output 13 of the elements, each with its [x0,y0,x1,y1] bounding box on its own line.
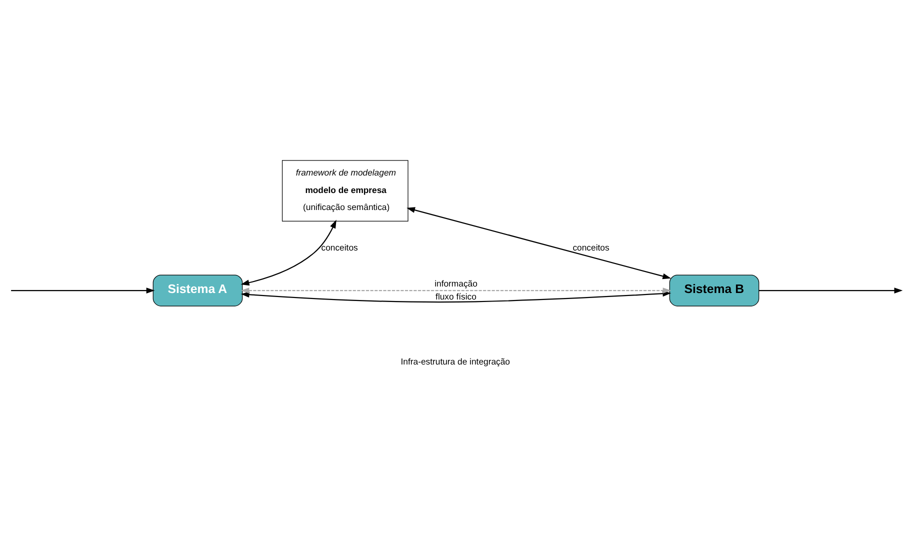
arrow [240,219,336,286]
node-box: Sistema A [152,274,243,306]
arrow [406,206,672,279]
arrow [11,287,155,293]
arrow [759,287,903,293]
node-box: Sistema B [669,274,760,306]
edge-label: informação [434,278,478,288]
edge-label: conceitos [572,242,610,252]
edge-label: conceitos [321,242,358,252]
arrow [240,287,672,293]
edge-label: fluxo físico [436,290,476,301]
node-box: framework de modelagem modelo de empresa (unificação semântica) [282,160,408,221]
label: Infra-estrutura de integração [400,356,510,366]
